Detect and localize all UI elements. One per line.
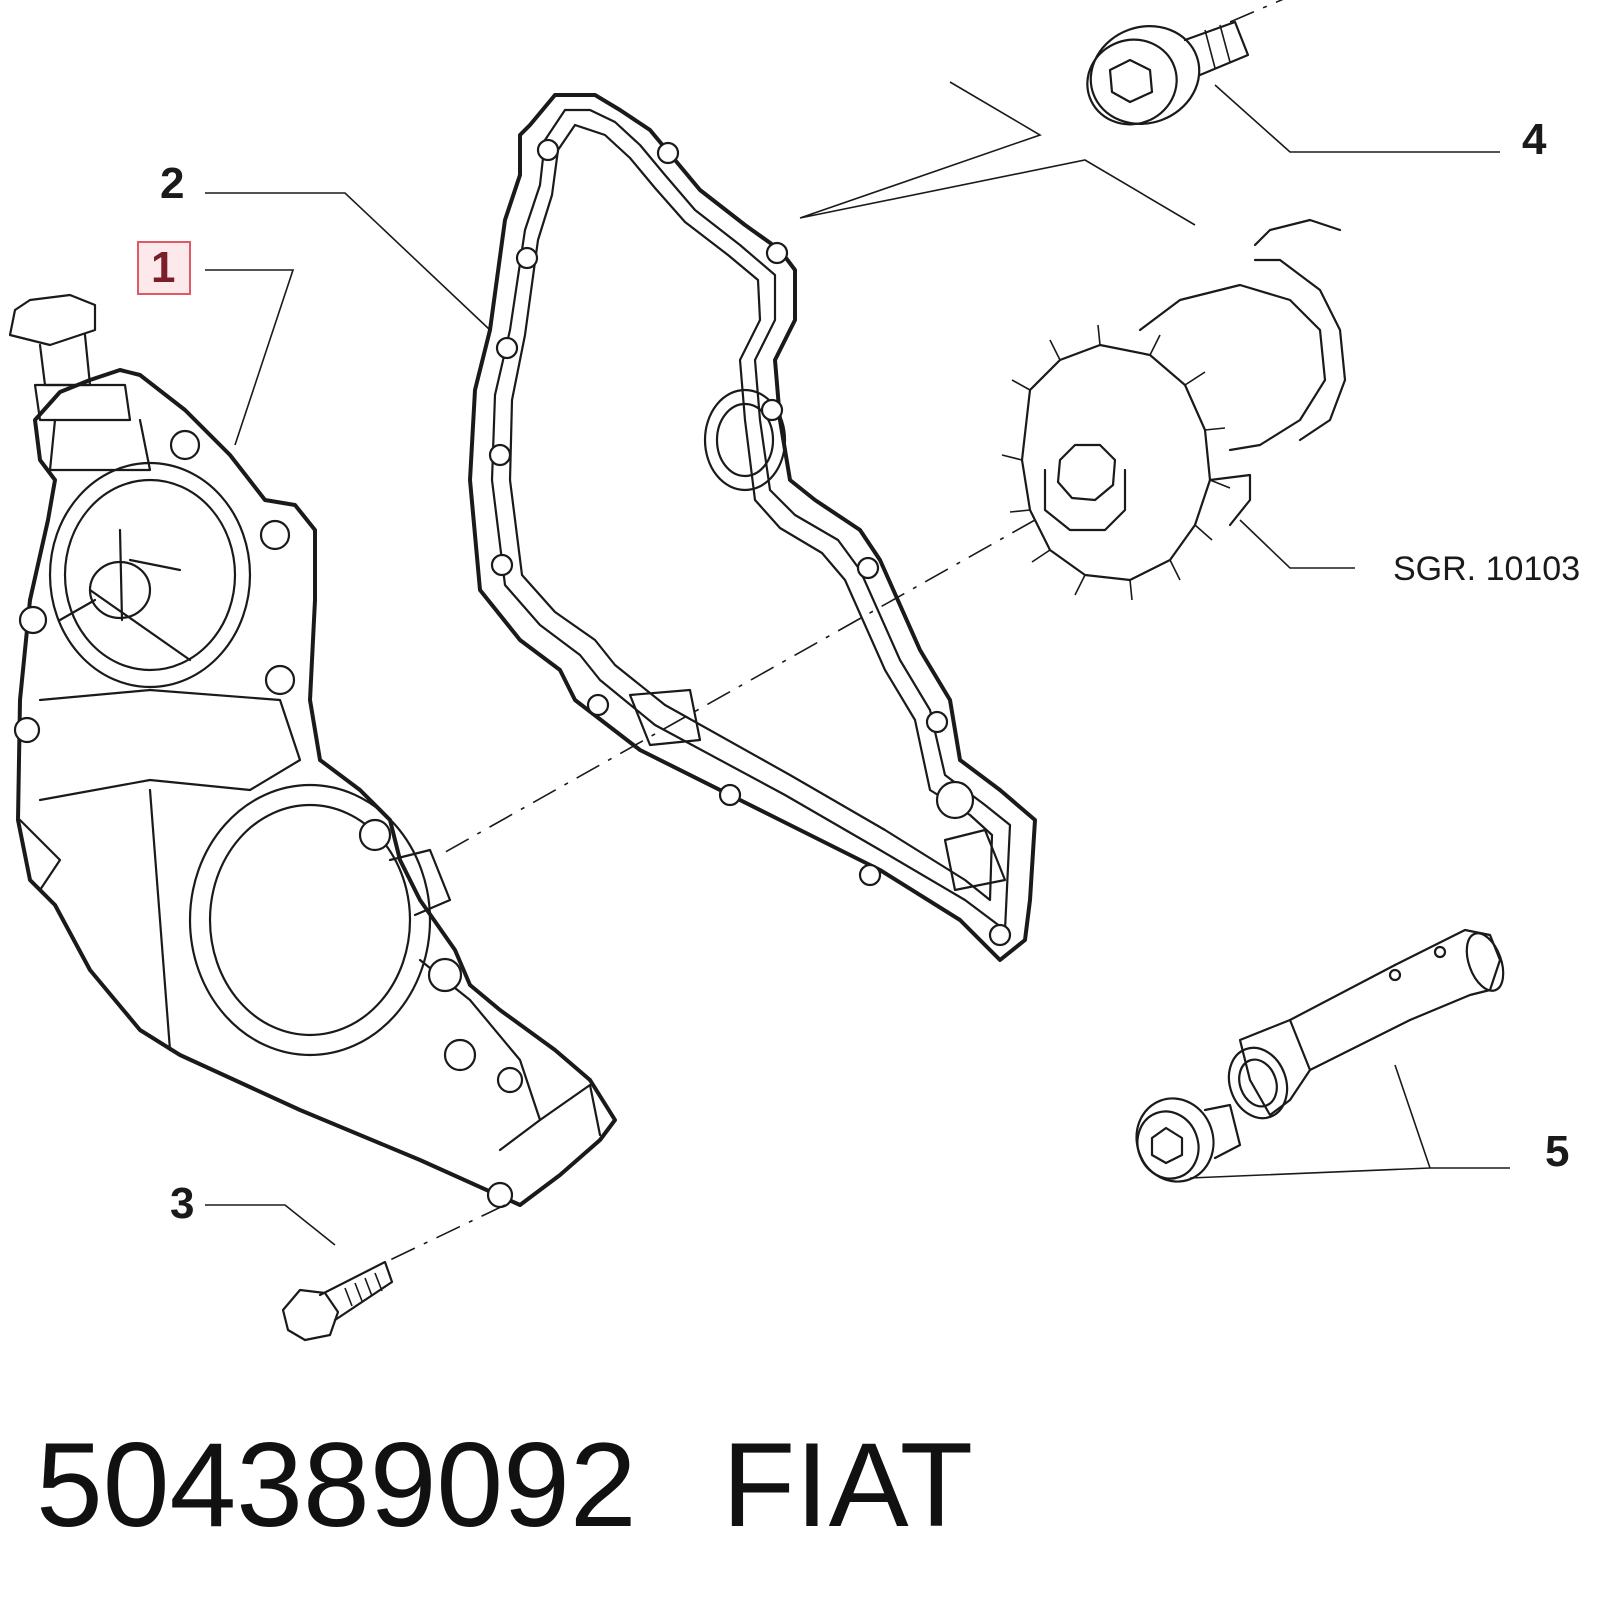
centre-lines — [389, 0, 1284, 1261]
callout-part-1[interactable]: 1 — [151, 243, 176, 292]
callout-part-3[interactable]: 3 — [170, 1179, 195, 1228]
callout-part-2[interactable]: 2 — [160, 159, 185, 208]
highlight-box-part-1 — [137, 241, 191, 295]
cover-gasket — [468, 93, 1037, 962]
group-reference-label[interactable]: SGR. 10103 — [1393, 550, 1581, 588]
callout-part-4[interactable]: 4 — [1522, 115, 1547, 164]
vacuum-pump-cover — [8, 293, 617, 1209]
caption-brand: FIAT — [722, 1418, 974, 1552]
leader-lines — [205, 81, 1510, 1246]
callout-part-5[interactable]: 5 — [1545, 1127, 1570, 1176]
gear-shaft-assembly — [1001, 218, 1347, 601]
sleeve-and-plug — [1135, 928, 1505, 1183]
hex-bolt — [281, 1260, 394, 1342]
caption-part-number: 504389092 — [36, 1418, 637, 1552]
socket-screw — [1086, 20, 1250, 126]
